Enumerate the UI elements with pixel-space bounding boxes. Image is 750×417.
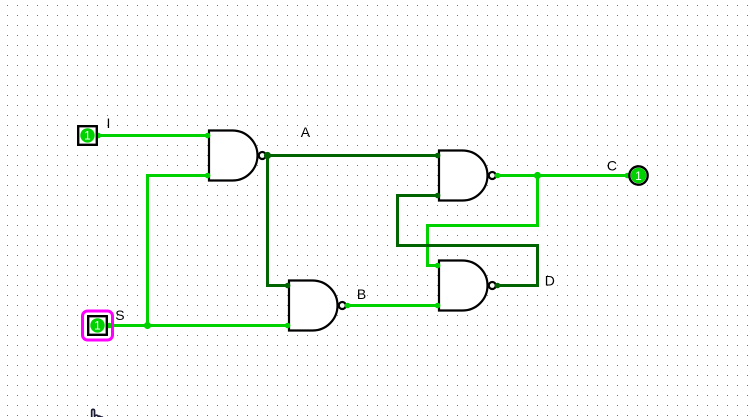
svg-text:A: A xyxy=(301,124,311,140)
svg-text:D: D xyxy=(545,273,555,289)
svg-text:I: I xyxy=(107,115,111,131)
svg-text:B: B xyxy=(357,286,366,302)
svg-text:C: C xyxy=(607,158,617,174)
svg-text:1: 1 xyxy=(84,131,90,143)
svg-text:1: 1 xyxy=(94,321,100,333)
svg-text:1: 1 xyxy=(635,171,641,183)
svg-text:S: S xyxy=(115,307,124,323)
